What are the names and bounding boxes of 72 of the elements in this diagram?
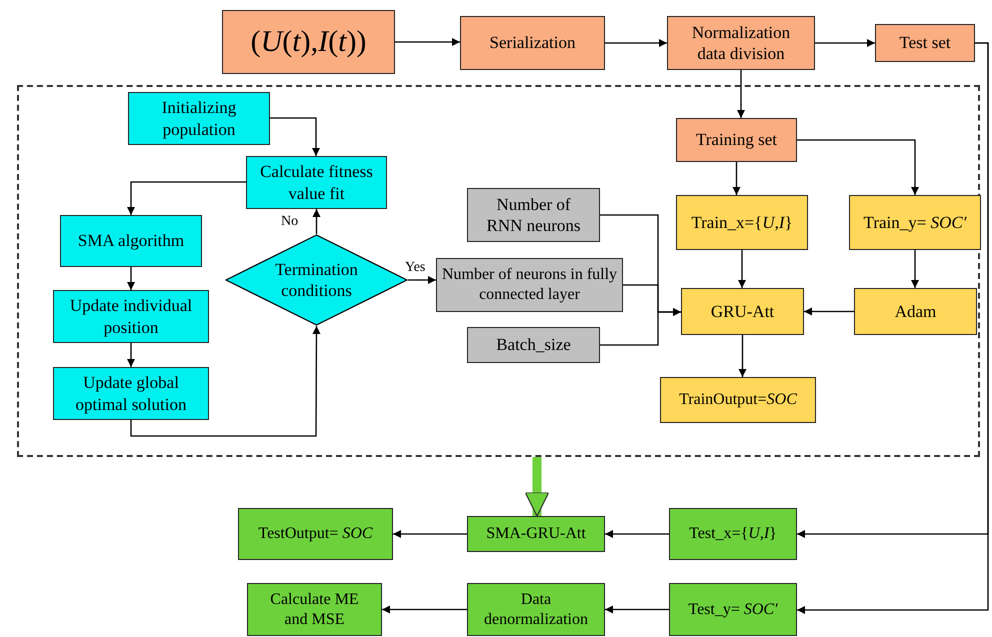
node-label: Data denormalization bbox=[483, 590, 589, 630]
node-label: Serialization bbox=[490, 32, 576, 54]
node-label: TrainOutput=SOC bbox=[679, 390, 797, 410]
node-label: Update individual position bbox=[68, 295, 194, 338]
process-box bbox=[681, 288, 804, 335]
node-label: Number of RNN neurons bbox=[486, 194, 582, 236]
arrow bbox=[127, 343, 135, 367]
arrow bbox=[911, 250, 919, 288]
node-label: Batch_size bbox=[496, 334, 571, 356]
arrow bbox=[270, 117, 320, 156]
arrow bbox=[312, 209, 320, 234]
node-label: Train_x={U,I} bbox=[691, 212, 793, 234]
node-label: Calculate ME and MSE bbox=[269, 590, 360, 630]
arrow bbox=[738, 250, 746, 288]
node-label: Update global optimal solution bbox=[74, 372, 188, 415]
node-label: Normalization data division bbox=[690, 22, 792, 64]
process-box bbox=[222, 10, 395, 74]
arrow bbox=[393, 530, 467, 538]
arrow bbox=[605, 39, 667, 47]
arrow bbox=[797, 139, 919, 195]
process-box bbox=[247, 583, 382, 636]
node-label: SMA algorithm bbox=[78, 230, 184, 252]
arrow bbox=[130, 326, 320, 437]
process-box bbox=[436, 258, 623, 312]
arrow bbox=[382, 606, 467, 614]
process-box bbox=[467, 516, 605, 552]
node-label: (U(t),I(t)) bbox=[250, 24, 366, 60]
arrow bbox=[737, 70, 745, 118]
arrow bbox=[605, 530, 669, 538]
arrow bbox=[600, 308, 681, 346]
node-label: Calculate fitness value fit bbox=[259, 161, 374, 204]
node-label: SMA-GRU-Att bbox=[486, 524, 586, 544]
process-box bbox=[60, 215, 202, 267]
process-box bbox=[53, 367, 209, 420]
process-box bbox=[676, 118, 797, 162]
node-label: Adam bbox=[894, 300, 936, 322]
arrow bbox=[127, 181, 246, 215]
process-box bbox=[875, 24, 975, 62]
arrow bbox=[395, 38, 460, 46]
process-box bbox=[854, 288, 977, 335]
arrow bbox=[815, 39, 875, 47]
node-label: Test_x={U,I} bbox=[689, 524, 777, 544]
node-label: Initializing population bbox=[160, 97, 238, 140]
process-box bbox=[676, 195, 808, 250]
node-label: Test set bbox=[899, 32, 951, 54]
arrow bbox=[408, 276, 436, 284]
arrow bbox=[605, 606, 669, 614]
process-box bbox=[667, 16, 815, 70]
node-label: Training set bbox=[696, 129, 778, 151]
process-box bbox=[467, 188, 600, 242]
arrow bbox=[732, 162, 740, 195]
process-box bbox=[460, 16, 605, 70]
arrow bbox=[804, 308, 854, 316]
node-label: Number of neurons in fully connected layer bbox=[441, 265, 618, 305]
arrow bbox=[127, 267, 135, 290]
process-box bbox=[467, 327, 600, 363]
process-box bbox=[467, 583, 605, 636]
process-box bbox=[53, 290, 209, 343]
process-box bbox=[128, 92, 270, 145]
process-box bbox=[669, 508, 797, 560]
arrow bbox=[738, 335, 746, 377]
process-box bbox=[669, 583, 797, 636]
dashed-frame bbox=[17, 85, 980, 457]
node-label: Test_y= SOC′ bbox=[688, 600, 778, 620]
node-label: Train_y= SOC′ bbox=[864, 212, 966, 234]
process-box bbox=[849, 195, 981, 250]
node-label: Termination conditions bbox=[274, 258, 359, 302]
node-label: GRU-Att bbox=[710, 300, 774, 322]
process-box bbox=[660, 377, 816, 423]
node-label: TestOutput= SOC bbox=[258, 524, 373, 544]
process-box bbox=[246, 156, 387, 209]
process-box bbox=[238, 508, 393, 560]
